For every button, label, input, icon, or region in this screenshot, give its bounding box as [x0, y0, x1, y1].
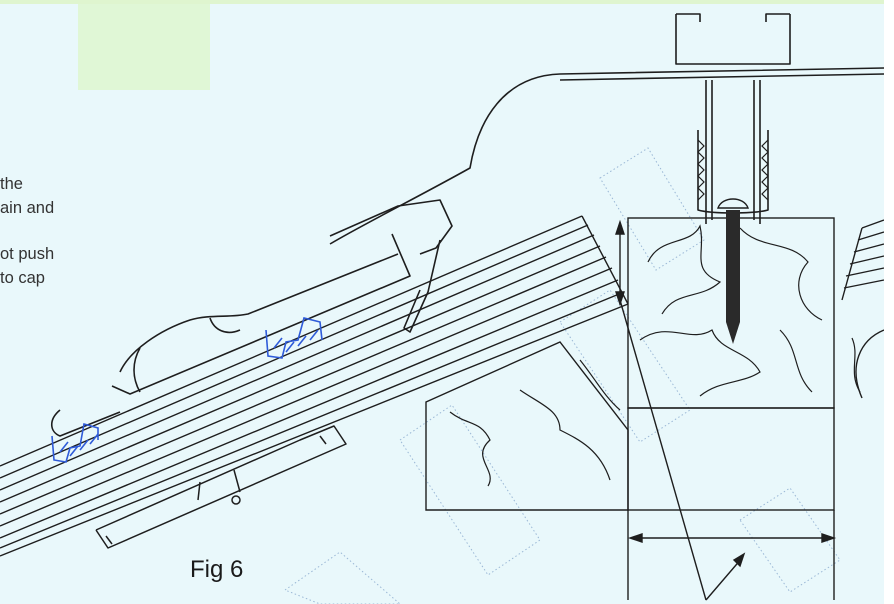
blue-clips	[51, 317, 323, 463]
note-gap	[0, 220, 120, 242]
screw-threads	[697, 139, 769, 201]
wood-grain	[449, 224, 861, 487]
right-edge	[884, 0, 894, 604]
under-support	[95, 425, 347, 549]
note-line-3: ot push	[0, 245, 55, 263]
lower-timber	[425, 341, 629, 511]
top-band	[0, 0, 894, 4]
instruction-note: the ain and ot push to cap	[0, 172, 120, 290]
ridge-profile	[329, 13, 885, 245]
note-line-1: the	[0, 175, 23, 193]
note-line-4: to cap	[0, 269, 45, 287]
glazing-bar	[50, 199, 453, 437]
right-glazing-sheet	[841, 219, 885, 399]
figure-label: Fig 6	[190, 556, 244, 583]
screw	[717, 198, 749, 344]
dimension-arrows	[615, 219, 837, 601]
watermark	[283, 147, 841, 604]
note-line-2: ain and	[0, 199, 55, 217]
highlight-box	[78, 4, 210, 90]
glazing-sheet	[0, 215, 629, 557]
